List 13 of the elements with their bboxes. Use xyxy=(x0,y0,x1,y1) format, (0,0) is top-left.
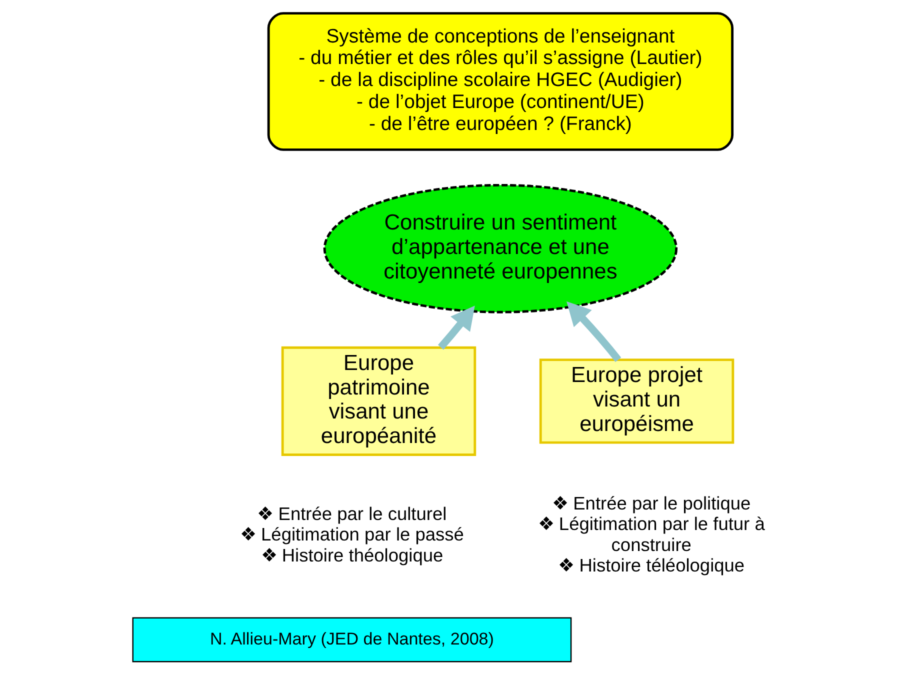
node-label: ❖ Légitimation par le passé xyxy=(240,524,464,545)
node-label: ❖ Histoire théologique xyxy=(260,544,444,566)
node-label: ❖ Légitimation par le futur à construire xyxy=(538,513,765,555)
node-label: ❖ Entrée par le culturel xyxy=(257,502,447,524)
node-box: Europe patrimoine visant une européanité xyxy=(281,346,476,456)
arrow xyxy=(566,301,622,362)
node-box: Europe projet visant un européisme xyxy=(539,358,734,444)
node-label: ❖ Entrée par le politique xyxy=(552,492,751,514)
node-box: N. Allieu-Mary (JED de Nantes, 2008) xyxy=(132,617,572,662)
node-label: ❖ Histoire téléologique xyxy=(558,554,745,576)
node-box: Système de conceptions de l’enseignant - du métier et des rôles qu’il s’assigne (Lautier) - de la discipline scolaire HGEC (Audigier) - de l’objet Europe (continent/UE) - de l’être européen ? (Franck) xyxy=(267,12,734,151)
arrow xyxy=(438,306,475,350)
node-ellipse: Construire un sentiment d’appartenance et une citoyenneté europennes xyxy=(323,184,678,314)
